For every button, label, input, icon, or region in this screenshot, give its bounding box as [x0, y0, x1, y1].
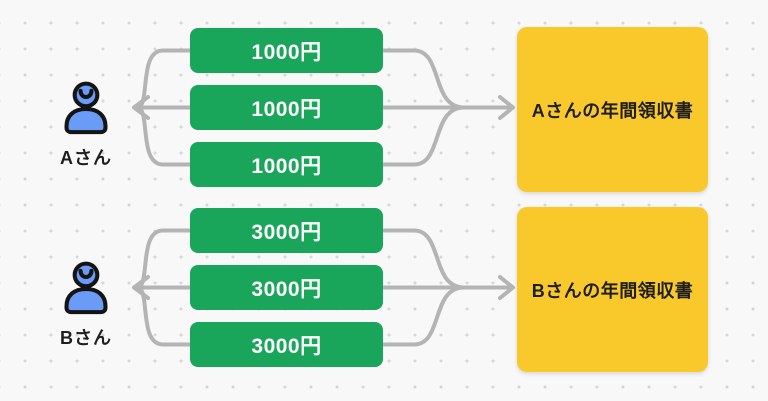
- connector-b-left-top: [135, 228, 192, 290]
- connector-b-right-bottom: [381, 285, 466, 347]
- connector-b-right-top: [381, 228, 466, 290]
- receipt-a-box: Aさんの年間領収書: [517, 27, 708, 192]
- payment-box-b3: 3000円: [190, 322, 383, 367]
- arrowhead-left-a-icon: [132, 95, 150, 120]
- payment-box-a2: 1000円: [190, 85, 383, 130]
- person-a-label: Aさん: [60, 148, 112, 168]
- arrowhead-right-a-icon: [498, 95, 515, 120]
- payment-box-b1: 3000円: [190, 208, 383, 253]
- arrowhead-right-b-icon: [498, 275, 515, 300]
- person-b-icon: [57, 260, 115, 318]
- connector-a-left-bottom: [135, 105, 192, 167]
- connector-group-b: [132, 228, 515, 347]
- person-a-icon: [57, 80, 115, 138]
- payment-box-a1: 1000円: [190, 28, 383, 73]
- payment-box-a3: 1000円: [190, 142, 383, 187]
- connector-group-a: [132, 48, 515, 167]
- connector-a-right-bottom: [381, 105, 466, 167]
- connector-b-left-bottom: [135, 285, 192, 347]
- arrowhead-left-b-icon: [132, 275, 150, 300]
- connector-a-left-top: [135, 48, 192, 110]
- receipt-b-box: Bさんの年間領収書: [517, 207, 708, 372]
- connector-a-right-top: [381, 48, 466, 110]
- payment-box-b2: 3000円: [190, 265, 383, 310]
- person-b-label: Bさん: [60, 328, 112, 348]
